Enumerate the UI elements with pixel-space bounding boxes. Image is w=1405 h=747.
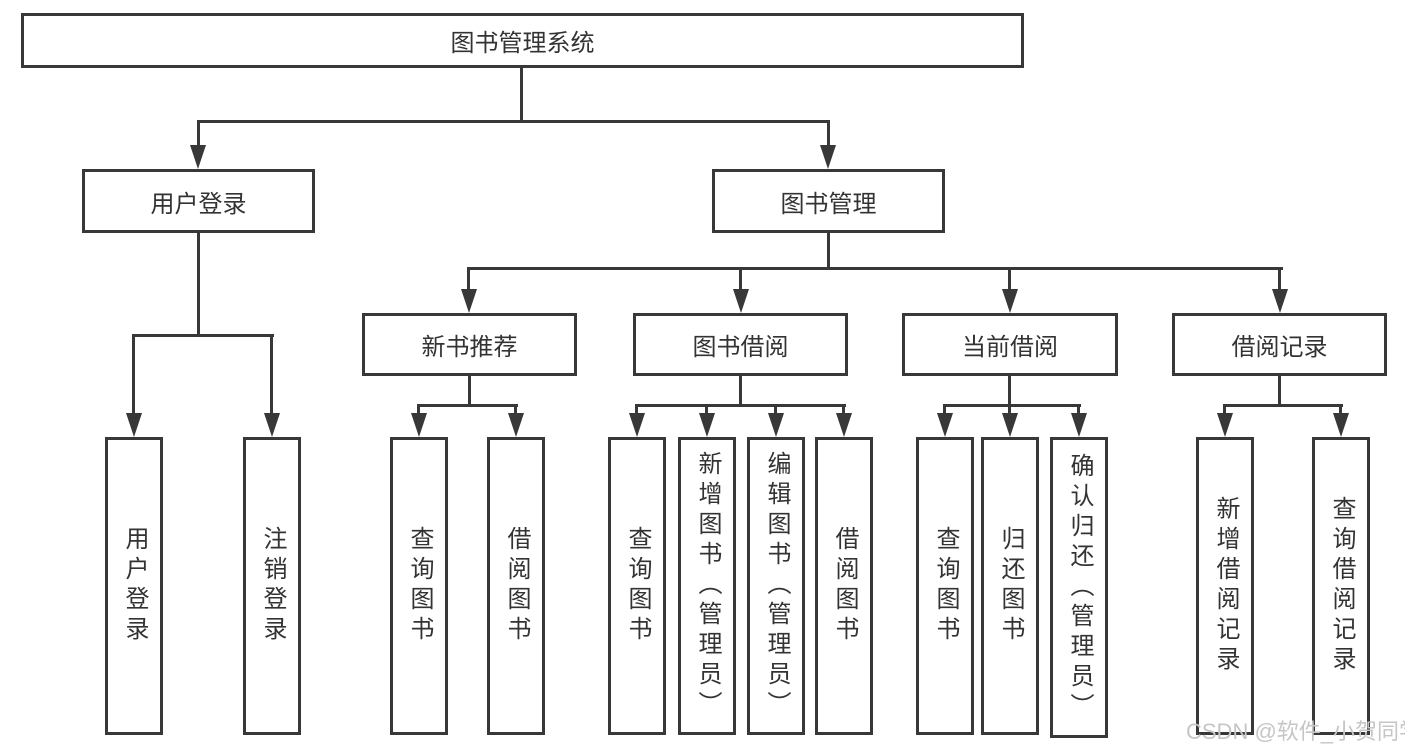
connector-leaf-stem (635, 404, 638, 416)
connector-root-stem (520, 68, 523, 123)
arrow-down-icon (836, 413, 852, 437)
connector-records-hbar (1223, 404, 1343, 407)
arrow-down-icon (508, 413, 524, 437)
node-book-management: 图书管理 (712, 169, 945, 233)
arrow-down-icon (1002, 289, 1018, 313)
connector-user-login-stem (197, 120, 200, 147)
arrow-down-icon (1002, 413, 1018, 437)
node-leaf-borrow-books-1: 借阅图书 (487, 437, 545, 735)
connector-leaf-stem (943, 404, 946, 416)
arrow-down-icon (820, 145, 836, 169)
arrow-down-icon (190, 145, 206, 169)
node-leaf-query-books-2: 查询图书 (608, 437, 666, 735)
connector-root-hbar (197, 120, 830, 123)
connector-leaf-stem (774, 404, 777, 416)
connector-leaf-stem (417, 404, 420, 416)
connector-book-mgmt-hbar (467, 267, 1283, 270)
connector-current-down (1008, 376, 1011, 407)
node-leaf-query-borrow-record: 查询借阅记录 (1312, 437, 1370, 735)
node-leaf-edit-books-admin: 编辑图书（管理员） (747, 437, 805, 735)
arrow-down-icon (1217, 413, 1233, 437)
arrow-down-icon (629, 413, 645, 437)
connector-leaf-stem (1223, 404, 1226, 416)
node-root: 图书管理系统 (21, 13, 1024, 68)
connector-book-mgmt-stem (827, 120, 830, 147)
node-leaf-add-borrow-record: 新增借阅记录 (1196, 437, 1254, 735)
connector-user-login-down (197, 233, 200, 337)
connector-leaf-stem (1339, 404, 1342, 416)
connector-current-hbar (943, 404, 1081, 407)
arrow-down-icon (1071, 413, 1087, 437)
connector-leaf-stem (1008, 404, 1011, 416)
connector-borrow-hbar (635, 404, 846, 407)
arrow-down-icon (768, 413, 784, 437)
node-new-book-recommend: 新书推荐 (362, 313, 577, 376)
connector-borrow-stem (739, 267, 742, 291)
node-leaf-query-books-1: 查询图书 (390, 437, 448, 735)
node-leaf-query-books-3: 查询图书 (916, 437, 974, 735)
node-leaf-return-books: 归还图书 (981, 437, 1039, 735)
connector-user-login-hbar (132, 334, 274, 337)
connector-login-stem (132, 334, 135, 415)
connector-leaf-stem (705, 404, 708, 416)
arrow-down-icon (411, 413, 427, 437)
node-book-borrow: 图书借阅 (633, 313, 848, 376)
connector-records-stem (1278, 267, 1281, 291)
connector-current-stem (1008, 267, 1011, 291)
arrow-down-icon (1272, 289, 1288, 313)
watermark: CSDN @软件_小贺同学 (1186, 719, 1405, 744)
node-borrow-records: 借阅记录 (1172, 313, 1387, 376)
arrow-down-icon (699, 413, 715, 437)
node-leaf-confirm-return-admin: 确认归还（管理员） (1050, 437, 1108, 738)
arrow-down-icon (264, 413, 280, 437)
arrow-down-icon (126, 413, 142, 437)
node-leaf-add-books-admin: 新增图书（管理员） (678, 437, 736, 735)
connector-records-down (1278, 376, 1281, 407)
arrow-down-icon (461, 289, 477, 313)
node-current-borrow: 当前借阅 (902, 313, 1118, 376)
connector-leaf-stem (842, 404, 845, 416)
node-user-login: 用户登录 (82, 169, 315, 233)
node-leaf-borrow-books-2: 借阅图书 (815, 437, 873, 735)
arrow-down-icon (937, 413, 953, 437)
connector-borrow-down (739, 376, 742, 407)
arrow-down-icon (733, 289, 749, 313)
connector-leaf-stem (1077, 404, 1080, 416)
connector-new-books-down (468, 376, 471, 407)
connector-new-books-hbar (417, 404, 518, 407)
connector-logout-stem (270, 334, 273, 415)
node-leaf-user-login: 用户登录 (105, 437, 163, 735)
arrow-down-icon (1333, 413, 1349, 437)
connector-leaf-stem (514, 404, 517, 416)
node-leaf-logout: 注销登录 (243, 437, 301, 735)
connector-new-books-stem (467, 267, 470, 291)
connector-book-mgmt-down (827, 233, 830, 270)
